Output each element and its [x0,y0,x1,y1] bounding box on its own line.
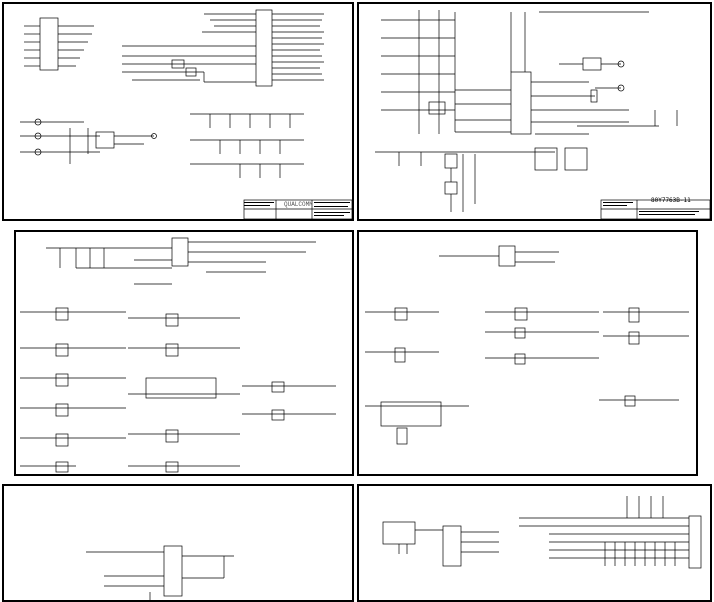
schematic-sheet-2: 80Y7763B-11 [357,2,712,221]
schematic-sheet-6 [357,484,712,602]
schematic-sheet-1: QUALCOMM [2,2,354,221]
schematic-sheet-4 [357,230,698,476]
schematic-sheet-5 [2,484,354,602]
sheet-3-wiring [20,237,336,473]
drawing-number: 80Y7763B-11 [651,197,691,204]
schematic-sheet-3 [14,230,354,476]
sheet-1-wiring [20,9,352,219]
sheet-4-wiring [365,245,689,445]
sheet-2-wiring [375,10,710,219]
title-block-company: QUALCOMM [284,201,313,208]
sheet-6-wiring [382,496,702,569]
sheet-5-wiring [86,545,234,600]
